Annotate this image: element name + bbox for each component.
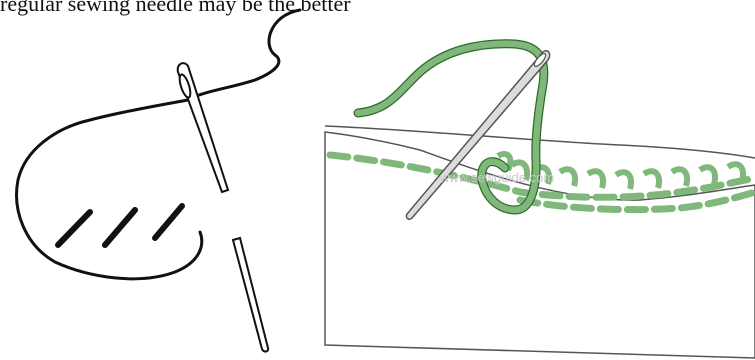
right-fabric-diagram: www.sewguide.com xyxy=(324,39,755,359)
grey-needle-eye-icon xyxy=(533,52,547,68)
whip-stitch xyxy=(586,168,606,189)
whip-stitch xyxy=(510,159,530,181)
whip-stitch xyxy=(642,168,662,189)
hatch-mark-2 xyxy=(102,207,138,248)
left-needle-sketch xyxy=(15,8,302,353)
needle-lower-icon xyxy=(231,236,270,353)
black-thread-icon xyxy=(15,8,302,281)
lower-dashed-stitch xyxy=(516,188,755,214)
whip-stitch xyxy=(726,161,746,182)
fabric-back-layer xyxy=(324,125,755,159)
whip-stitch xyxy=(614,169,634,190)
hatch-mark-3 xyxy=(152,203,185,241)
whip-stitch xyxy=(558,166,578,187)
hatch-mark-1 xyxy=(55,209,93,248)
upper-dashed-stitch xyxy=(326,151,755,201)
whip-stitch xyxy=(698,164,718,185)
whip-stitch xyxy=(670,166,690,187)
needle-eye-icon xyxy=(178,73,192,99)
cropped-caption-text: regular sewing needle may be the better xyxy=(0,0,351,16)
watermark-text: www.sewguide.com xyxy=(439,170,554,185)
grey-needle-icon xyxy=(405,49,551,220)
